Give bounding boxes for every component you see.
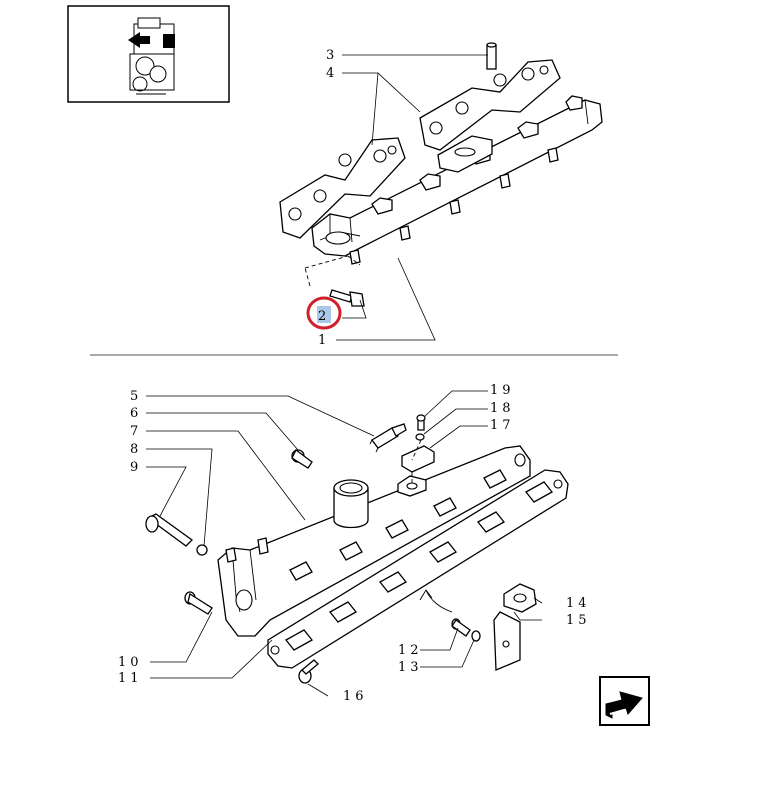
callout-highlight-fill bbox=[317, 306, 331, 323]
label-1: 1 bbox=[318, 333, 330, 348]
label-17: 17 bbox=[490, 418, 515, 433]
temperature-sensor-part[interactable] bbox=[369, 423, 407, 453]
label-12: 12 bbox=[398, 643, 423, 658]
label-2: 2 bbox=[318, 309, 330, 324]
long-bolt-part[interactable] bbox=[145, 513, 193, 547]
label-6: 6 bbox=[130, 406, 142, 421]
exhaust-manifold-body[interactable] bbox=[311, 95, 603, 265]
label-18: 18 bbox=[490, 401, 515, 416]
clamp-part[interactable] bbox=[503, 583, 537, 613]
label-14: 14 bbox=[566, 596, 591, 611]
exhaust-manifold-assembly bbox=[279, 42, 603, 341]
bracket-assembly-17[interactable] bbox=[397, 445, 435, 497]
label-9: 9 bbox=[130, 460, 142, 475]
washer-13-part[interactable] bbox=[471, 630, 481, 642]
label-8: 8 bbox=[130, 442, 142, 457]
label-13: 13 bbox=[398, 660, 423, 675]
label-5: 5 bbox=[130, 389, 142, 404]
engine-thumbnail-icon bbox=[128, 17, 175, 95]
washer-18-part[interactable] bbox=[415, 433, 425, 441]
intake-manifold-body[interactable] bbox=[217, 445, 531, 637]
intake-manifold-assembly bbox=[145, 390, 569, 697]
label-11: 11 bbox=[118, 671, 143, 686]
bolt-10-part[interactable] bbox=[184, 591, 213, 615]
gasket-rear[interactable] bbox=[419, 59, 561, 151]
label-10: 10 bbox=[118, 655, 143, 670]
label-4: 4 bbox=[326, 66, 338, 81]
label-19: 19 bbox=[490, 383, 515, 398]
arrow-icon bbox=[605, 691, 643, 719]
stud-part[interactable] bbox=[486, 42, 497, 70]
o-ring-part[interactable] bbox=[196, 544, 208, 556]
bolt-12-part[interactable] bbox=[451, 618, 471, 637]
label-15: 15 bbox=[566, 613, 591, 628]
plug-part[interactable] bbox=[298, 659, 319, 684]
gasket-front[interactable] bbox=[279, 137, 406, 239]
screw-19-part[interactable] bbox=[416, 414, 426, 431]
label-3: 3 bbox=[326, 48, 338, 63]
highlighted-callout-2[interactable]: 2 bbox=[306, 296, 342, 330]
highlight-ring bbox=[306, 296, 342, 330]
engine-locator-thumbnail[interactable] bbox=[67, 5, 230, 103]
bolt-6-part[interactable] bbox=[291, 449, 313, 469]
label-16: 16 bbox=[343, 689, 368, 704]
support-bracket-part[interactable] bbox=[493, 611, 521, 671]
intake-inlet-pipe[interactable] bbox=[333, 479, 369, 529]
label-7: 7 bbox=[130, 424, 142, 439]
intake-gasket[interactable] bbox=[267, 469, 569, 669]
next-page-arrow-button[interactable] bbox=[599, 676, 650, 726]
